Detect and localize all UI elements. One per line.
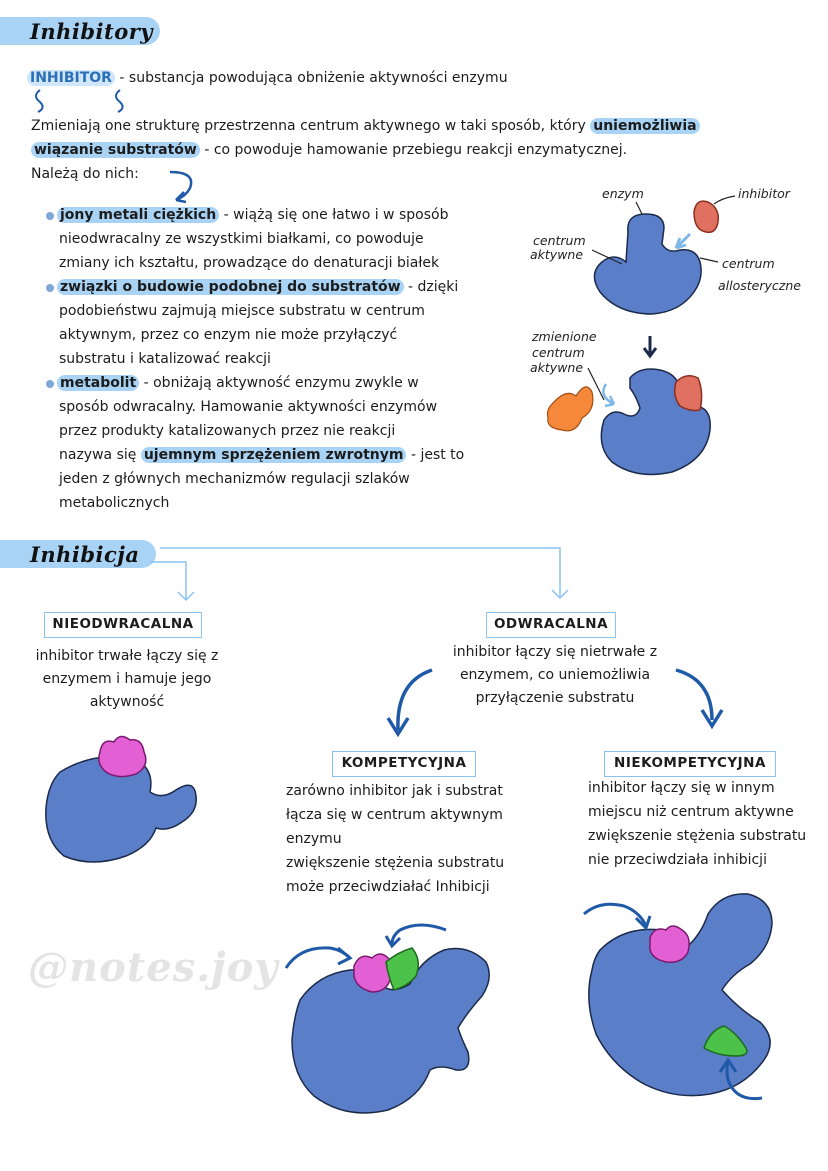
bullet-2-line-1: związki o budowie podobnej do substratów… bbox=[57, 275, 458, 299]
enzyme-shape bbox=[593, 213, 702, 315]
box-niekompetycyjna: NIEKOMPETYCYJNA bbox=[604, 751, 776, 777]
bullet-3-line-1: metabolit - obniżają aktywność enzymu zw… bbox=[57, 371, 419, 395]
section-heading-inhibicja: Inhibicja bbox=[0, 540, 156, 568]
allosteric-bound-shape bbox=[673, 375, 703, 412]
substrate-green-shape bbox=[703, 1025, 748, 1057]
komp-line-2: łącza się w centrum aktywnym bbox=[286, 807, 503, 823]
bullet-text: - obniżają aktywność enzymu zwykle w bbox=[143, 375, 419, 391]
heading-text: Inhibitory bbox=[30, 19, 153, 44]
definition-text: - substancja powodująca obniżenie aktywn… bbox=[119, 70, 508, 86]
bullet-1-line-2: nieodwracalny ze wszystkimi białkami, co… bbox=[59, 231, 424, 247]
definition-line: INHIBITOR - substancja powodująca obniże… bbox=[27, 66, 508, 90]
label-enzym: enzym bbox=[602, 186, 644, 201]
inhibitor-term: INHIBITOR bbox=[27, 70, 115, 86]
allosteric-inhibitor-shape bbox=[693, 200, 720, 234]
bullet-3-line-4: nazywa się ujemnym sprzężeniem zwrotnym … bbox=[59, 443, 464, 467]
enzyme-competitive-shape bbox=[291, 947, 490, 1114]
squiggle-arrow-icon bbox=[35, 89, 44, 113]
komp-line-4: zwiększenie stężenia substratu bbox=[286, 855, 505, 871]
curved-arrow-icon bbox=[390, 923, 447, 945]
bullet-3-line-5: jeden z głównych mechanizmów regulacji s… bbox=[59, 471, 410, 487]
bullet-term: związki o budowie podobnej do substratów bbox=[57, 279, 404, 295]
nieodwracalna-line-2: enzymem i hamuje jego bbox=[42, 671, 212, 687]
label-centrum-aktywne-1: centrum bbox=[533, 233, 586, 248]
bullet-2-line-4: substratu i katalizować reakcji bbox=[59, 351, 271, 367]
bullet-3-line-2: sposób odwracalny. Hamowanie aktywności … bbox=[59, 399, 438, 415]
bullet-highlight: ujemnym sprzężeniem zwrotnym bbox=[140, 447, 407, 463]
curved-arrow-icon bbox=[675, 668, 714, 721]
para-text: - co powoduje hamowanie przebiegu reakcj… bbox=[204, 142, 628, 158]
niekomp-line-1: inhibitor łączy się w innym bbox=[588, 780, 775, 796]
label-zmienione-2: centrum bbox=[532, 345, 585, 360]
box-kompetycyjna: KOMPETYCYJNA bbox=[332, 751, 476, 777]
odwracalna-line-3: przyłączenie substratu bbox=[475, 690, 635, 706]
inhibitor-pink-shape bbox=[353, 953, 394, 993]
curved-arrow-icon bbox=[725, 1061, 763, 1101]
watermark: @notes.joy bbox=[28, 944, 279, 991]
substrate-green-shape bbox=[385, 947, 419, 991]
label-centrum-allo-2: allosteryczne bbox=[718, 278, 801, 293]
para-highlight: wiązanie substratów bbox=[31, 142, 200, 158]
bullet-term: jony metali ciężkich bbox=[57, 207, 220, 223]
nieodwracalna-line-3: aktywność bbox=[89, 694, 165, 710]
label-centrum-allo-1: centrum bbox=[722, 256, 775, 271]
label-zmienione-3: aktywne bbox=[530, 360, 584, 375]
bullet-2-line-2: podobieństwu zajmują miejsce substratu w… bbox=[59, 303, 425, 319]
bullet-2-line-3: aktywnym, przez co enzym nie może przyłą… bbox=[59, 327, 398, 343]
odwracalna-line-1: inhibitor łączy się nietrwałe z bbox=[452, 644, 658, 660]
heading-text: Inhibicja bbox=[30, 542, 140, 567]
enzyme-irreversible-shape bbox=[45, 756, 197, 863]
label-centrum-aktywne-2: aktywne bbox=[530, 247, 584, 262]
para-text: Zmieniają one strukturę przestrzenna cen… bbox=[31, 118, 586, 134]
bullet-text: nazywa się bbox=[59, 447, 137, 463]
enzyme-noncompetitive-shape bbox=[588, 893, 773, 1097]
paragraph-line-2: wiązanie substratów - co powoduje hamowa… bbox=[31, 138, 627, 162]
niekomp-line-2: miejscu niż centrum aktywne bbox=[588, 804, 794, 820]
box-odwracalna: ODWRACALNA bbox=[486, 612, 616, 638]
bullet-dot bbox=[46, 284, 54, 292]
bullet-text: - dzięki bbox=[408, 279, 459, 295]
komp-line-5: może przeciwdziałać Inhibicji bbox=[286, 879, 490, 895]
squiggle-arrow-icon bbox=[115, 89, 124, 113]
product-orange-shape bbox=[546, 386, 594, 432]
komp-line-1: zarówno inhibitor jak i substrat bbox=[286, 783, 503, 799]
bullet-text: - jest to bbox=[410, 447, 465, 463]
label-inhibitor: inhibitor bbox=[738, 186, 790, 201]
down-arrow-icon bbox=[642, 336, 658, 359]
section-heading-inhibitory: Inhibitory bbox=[0, 17, 160, 45]
komp-line-3: enzymu bbox=[286, 831, 342, 847]
paragraph-line-3: Należą do nich: bbox=[31, 166, 139, 182]
inhibitor-pink-shape bbox=[649, 925, 690, 964]
curved-arrow-icon bbox=[169, 170, 193, 202]
curved-arrow-icon bbox=[583, 902, 648, 927]
bullet-1-line-3: zmiany ich kształtu, prowadzące do denat… bbox=[59, 255, 440, 271]
bullet-term: metabolit bbox=[57, 375, 140, 391]
niekomp-line-3: zwiększenie stężenia substratu bbox=[588, 828, 807, 844]
label-zmienione-1: zmienione bbox=[532, 329, 597, 344]
bullet-dot bbox=[46, 212, 54, 220]
paragraph-line-1: Zmieniają one strukturę przestrzenna cen… bbox=[31, 114, 700, 138]
nieodwracalna-line-1: inhibitor trwałe łączy się z bbox=[35, 648, 219, 664]
box-nieodwracalna: NIEODWRACALNA bbox=[44, 612, 202, 638]
bullet-3-line-6: metabolicznych bbox=[59, 495, 170, 511]
odwracalna-line-2: enzymem, co uniemożliwia bbox=[459, 667, 651, 683]
bullet-dot bbox=[46, 380, 54, 388]
bullet-1-line-1: jony metali ciężkich - wiążą się one łat… bbox=[57, 203, 448, 227]
para-highlight: uniemożliwia bbox=[590, 118, 700, 134]
inhibitor-pink-shape bbox=[98, 735, 147, 778]
curved-arrow-icon bbox=[396, 668, 433, 731]
bullet-text: - wiążą się one łatwo i w sposób bbox=[223, 207, 449, 223]
bullet-3-line-3: przez produkty katalizowanych przez nie … bbox=[59, 423, 396, 439]
niekomp-line-4: nie przeciwdziała inhibicji bbox=[588, 852, 767, 868]
